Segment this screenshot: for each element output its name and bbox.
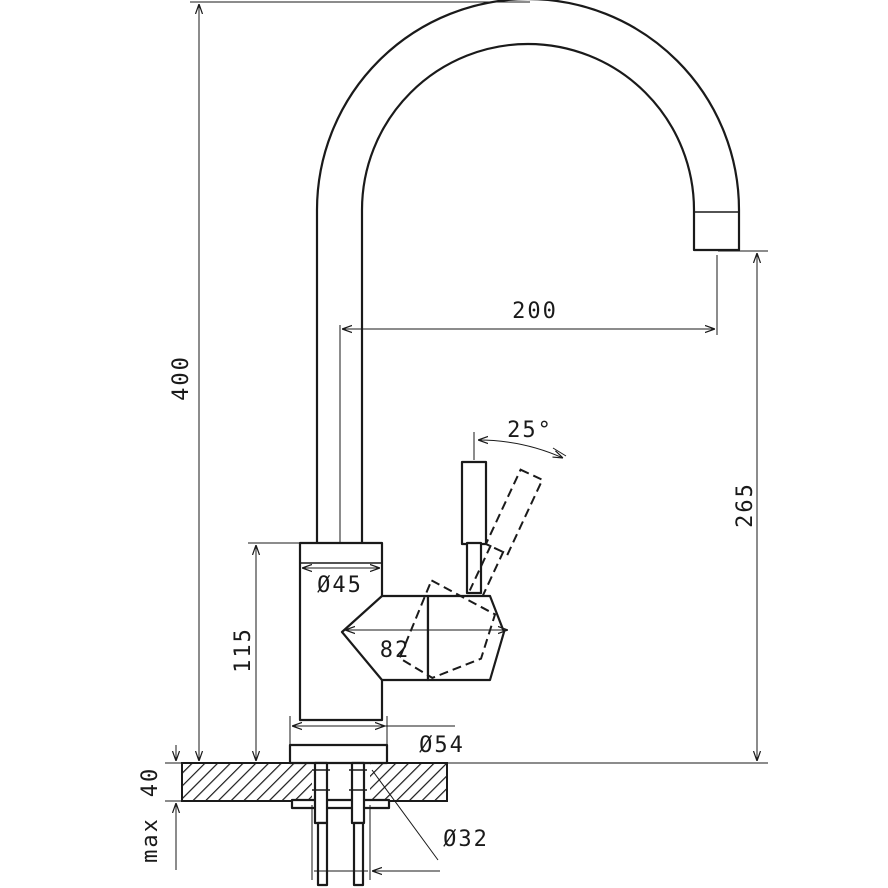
dimension-body-diameter: Ø45 — [302, 568, 380, 598]
dimension-lever-angle: 25° — [473, 418, 567, 460]
label-body-diameter: Ø45 — [317, 573, 363, 598]
dimension-spout-height: 265 — [382, 250, 768, 764]
lever-upright — [460, 460, 488, 595]
label-lever-angle: 25° — [507, 418, 553, 443]
label-spout-reach: 200 — [512, 299, 558, 324]
label-worktop-thickness: 40 — [138, 767, 163, 798]
label-spout-height: 265 — [733, 482, 758, 528]
dimension-height-total: 400 — [169, 1, 530, 761]
dimension-spout-reach: 200 — [339, 255, 718, 543]
base-ring — [288, 743, 389, 765]
label-worktop-max: max — [138, 817, 163, 863]
lever-tilted-outline — [398, 468, 544, 679]
mounting-hardware — [290, 761, 391, 887]
dimension-worktop-thickness: 40 max — [138, 745, 182, 870]
dimension-body-height: 115 — [231, 542, 300, 761]
label-base-diameter: Ø54 — [419, 733, 465, 758]
cartridge-housing — [340, 594, 506, 682]
dimension-base-diameter: Ø54 — [289, 716, 465, 758]
dimension-hole-diameter: Ø32 — [311, 769, 489, 880]
label-height-total: 400 — [169, 355, 194, 401]
label-lever-depth: 82 — [380, 638, 411, 663]
dimension-lever-depth: 82 — [345, 630, 508, 663]
spout — [315, 0, 741, 545]
label-hole-diameter: Ø32 — [443, 827, 489, 852]
label-body-height: 115 — [231, 627, 256, 673]
